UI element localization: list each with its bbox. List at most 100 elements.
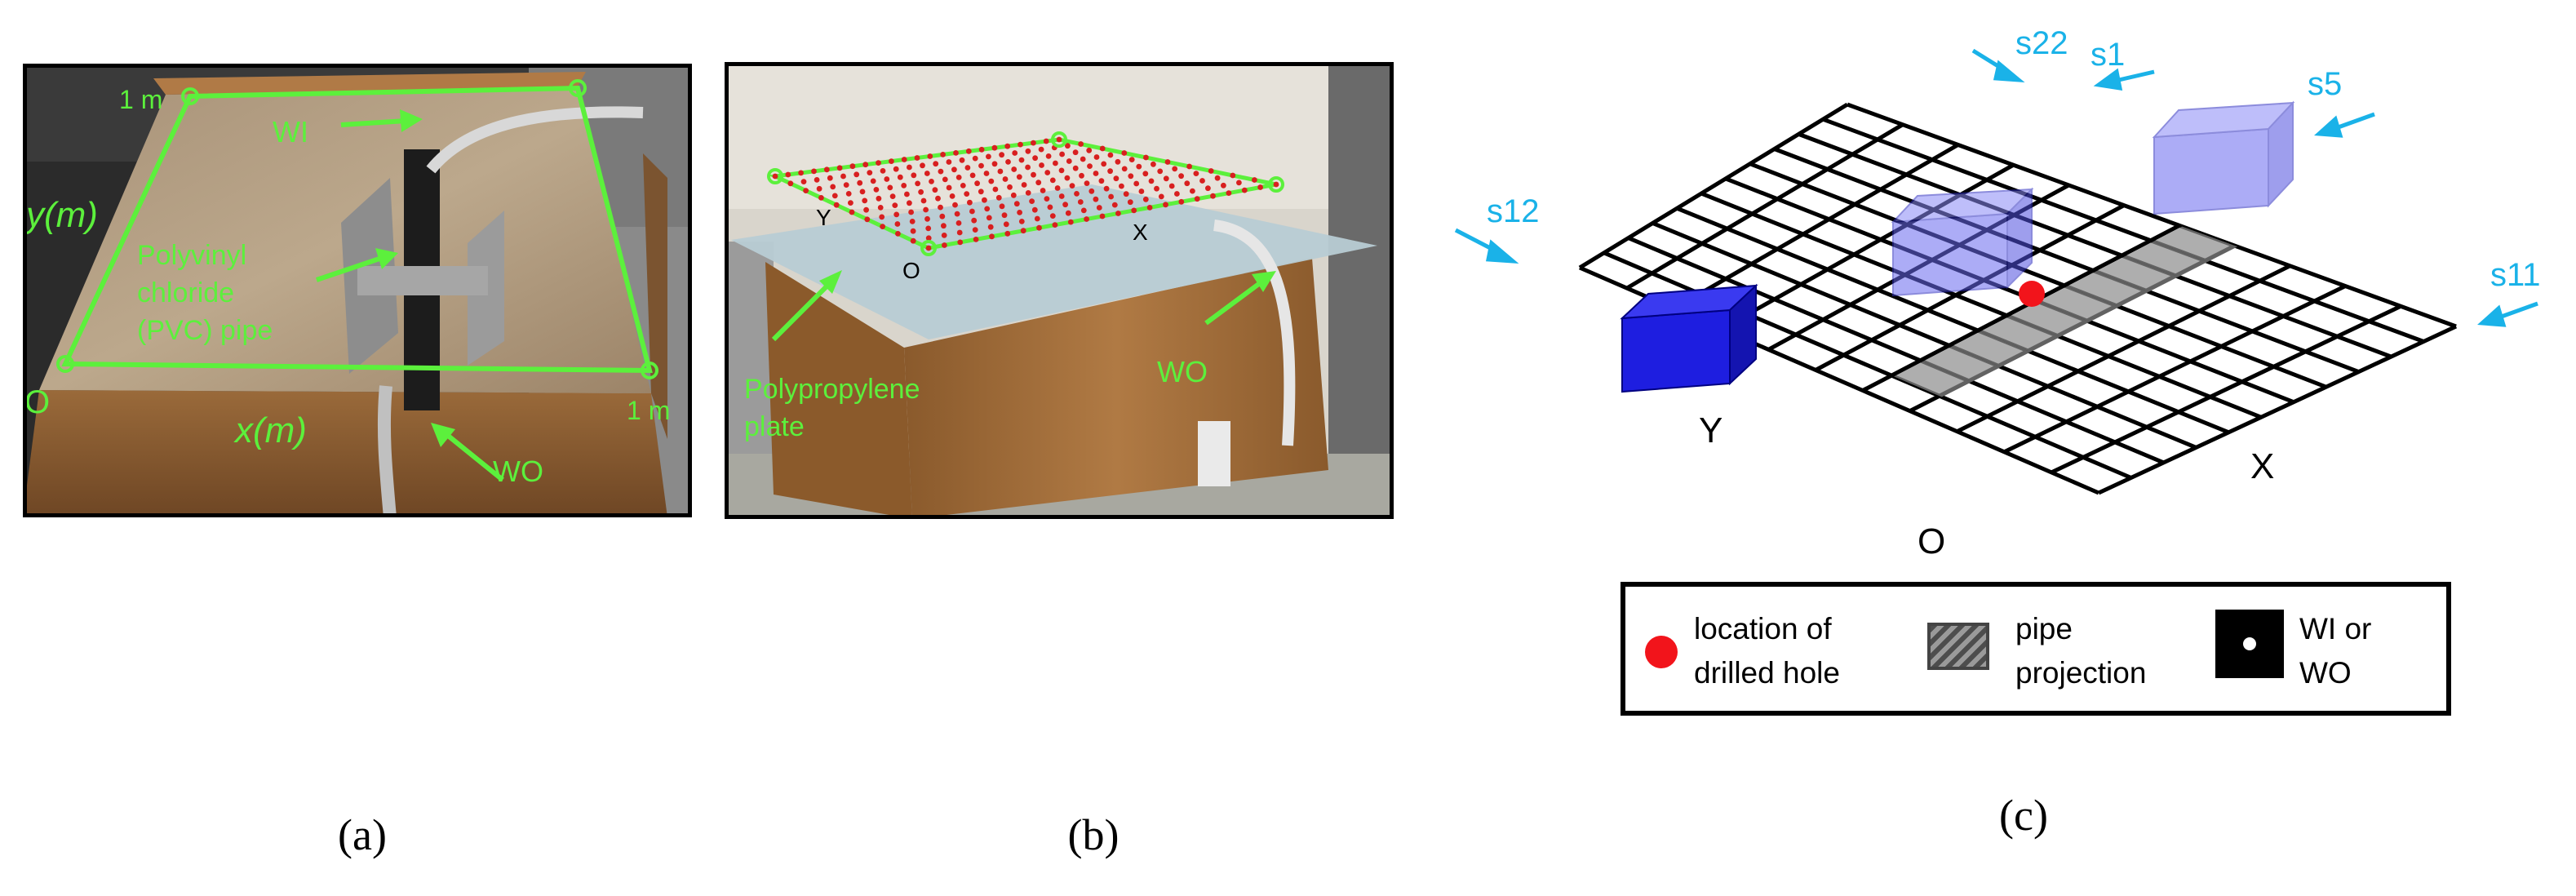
drill-hole-dot	[1005, 159, 1011, 165]
drill-hole-dot	[818, 195, 824, 201]
drill-hole-dot	[984, 206, 991, 212]
drill-hole-dot	[1138, 189, 1145, 194]
drill-hole-dot	[800, 179, 807, 185]
drill-hole-dot	[1020, 228, 1026, 234]
drill-hole-dot	[1103, 185, 1110, 192]
drill-hole-dot	[954, 211, 960, 217]
drill-hole-dot	[960, 183, 966, 189]
drill-hole-dot	[1036, 224, 1042, 231]
arrow-s5	[2333, 112, 2375, 131]
label-x-axis: x(m)	[233, 410, 307, 450]
drill-hole-dot	[1035, 180, 1042, 186]
drill-hole-dot	[880, 168, 886, 174]
drill-hole-dot	[1059, 151, 1065, 157]
pipe-projection-cell	[1951, 331, 2031, 367]
caption-b: (b)	[1067, 810, 1120, 859]
drill-hole-dot	[1214, 175, 1221, 181]
drill-hole-dot	[907, 164, 912, 171]
drill-hole-dot	[1142, 171, 1149, 177]
grid-line	[1749, 162, 2327, 389]
drill-hole-dot	[932, 187, 938, 193]
drill-hole-dot	[1186, 163, 1192, 170]
drill-hole-dot	[1045, 153, 1052, 159]
drill-hole-dot	[1039, 162, 1044, 168]
legend: location of drilled hole pipe projection…	[1621, 582, 2451, 716]
drill-hole-dot	[893, 166, 899, 172]
legend-wi-line2: WO	[2299, 656, 2352, 690]
label-wi: WI	[273, 115, 308, 149]
drill-hole-dot	[1210, 193, 1216, 199]
drill-hole-dot	[1221, 182, 1226, 189]
drill-hole-dot	[910, 237, 916, 244]
grid-line	[1625, 122, 1904, 291]
drill-hole-dot	[859, 189, 866, 195]
drill-hole-dot	[1164, 159, 1171, 165]
grid-line	[2097, 324, 2458, 495]
drill-hole-dot	[1058, 167, 1065, 174]
drill-hole-dot	[1069, 183, 1075, 189]
drill-hole-dot	[1031, 140, 1036, 146]
drill-hole-dot	[1127, 199, 1133, 206]
drill-hole-dot	[863, 206, 869, 213]
drill-hole-dot	[1052, 222, 1058, 228]
drill-hole-dot	[1205, 185, 1211, 192]
wi-arrow	[340, 118, 407, 127]
drill-hole-dot	[857, 180, 863, 186]
drill-hole-dot	[840, 173, 846, 180]
drill-hole-dot	[1049, 213, 1056, 219]
drill-hole-dot	[1080, 156, 1086, 162]
drill-hole-dot	[1093, 196, 1099, 202]
drill-hole-dot	[853, 171, 860, 178]
drill-hole-dot	[953, 150, 959, 156]
drill-hole-dot	[969, 172, 976, 179]
label-y-axis: y(m)	[24, 195, 98, 235]
drill-hole-dot	[889, 158, 894, 164]
drill-hole-dot	[1049, 177, 1056, 184]
drill-hole-dot	[1065, 143, 1071, 149]
drill-hole-dot	[1099, 213, 1106, 220]
drill-hole-dot	[1154, 185, 1159, 192]
drill-hole-dot	[879, 214, 885, 220]
drill-hole-dot	[830, 184, 836, 190]
drill-hole-dot	[978, 146, 985, 153]
drill-hole-dot	[1040, 188, 1046, 193]
drill-hole-dot	[897, 174, 903, 180]
drill-hole-dot	[1123, 191, 1129, 197]
drill-hole-dot	[987, 224, 994, 230]
drill-hole-dot	[785, 171, 791, 178]
drill-hole-dot	[893, 211, 900, 218]
drill-hole-dot	[952, 202, 958, 208]
drill-hole-dot	[1230, 172, 1236, 179]
drill-hole-dot	[1012, 150, 1018, 156]
plate-arrow	[771, 280, 833, 342]
drill-hole-dot	[1158, 193, 1164, 200]
drill-hole-dot	[935, 195, 941, 202]
drill-hole-dot	[1054, 185, 1061, 191]
drill-hole-dot	[1172, 166, 1178, 172]
pipe-arrow	[316, 255, 383, 282]
drill-hole-dot	[1194, 196, 1200, 202]
drill-hole-dot	[772, 173, 778, 180]
drill-hole-dot	[910, 228, 916, 234]
drill-hole-dot	[895, 231, 901, 237]
drill-hole-dot	[965, 148, 972, 154]
legend-wi-swatch	[2215, 610, 2284, 678]
drill-hole-dot	[833, 202, 840, 208]
drilled-hole-marker	[2019, 281, 2045, 307]
drill-hole-dot	[941, 233, 947, 238]
grid-line	[1700, 191, 2263, 419]
grid-line	[1676, 206, 2230, 435]
drill-hole-dot	[827, 175, 833, 181]
axis-label-y: Y	[1699, 410, 1723, 450]
drill-hole-dot	[1184, 180, 1190, 187]
drill-hole-dot	[938, 168, 944, 175]
legend-hole-swatch	[1645, 636, 1678, 668]
pipe-projection-cell	[2153, 226, 2238, 262]
drill-hole-dot	[1131, 207, 1137, 214]
drill-hole-dot	[1044, 170, 1051, 175]
drill-hole-dot	[1044, 196, 1050, 202]
drill-hole-dot	[967, 199, 973, 206]
drill-hole-dot	[876, 160, 881, 166]
drill-hole-dot	[925, 235, 932, 242]
drill-hole-dot	[992, 186, 999, 193]
